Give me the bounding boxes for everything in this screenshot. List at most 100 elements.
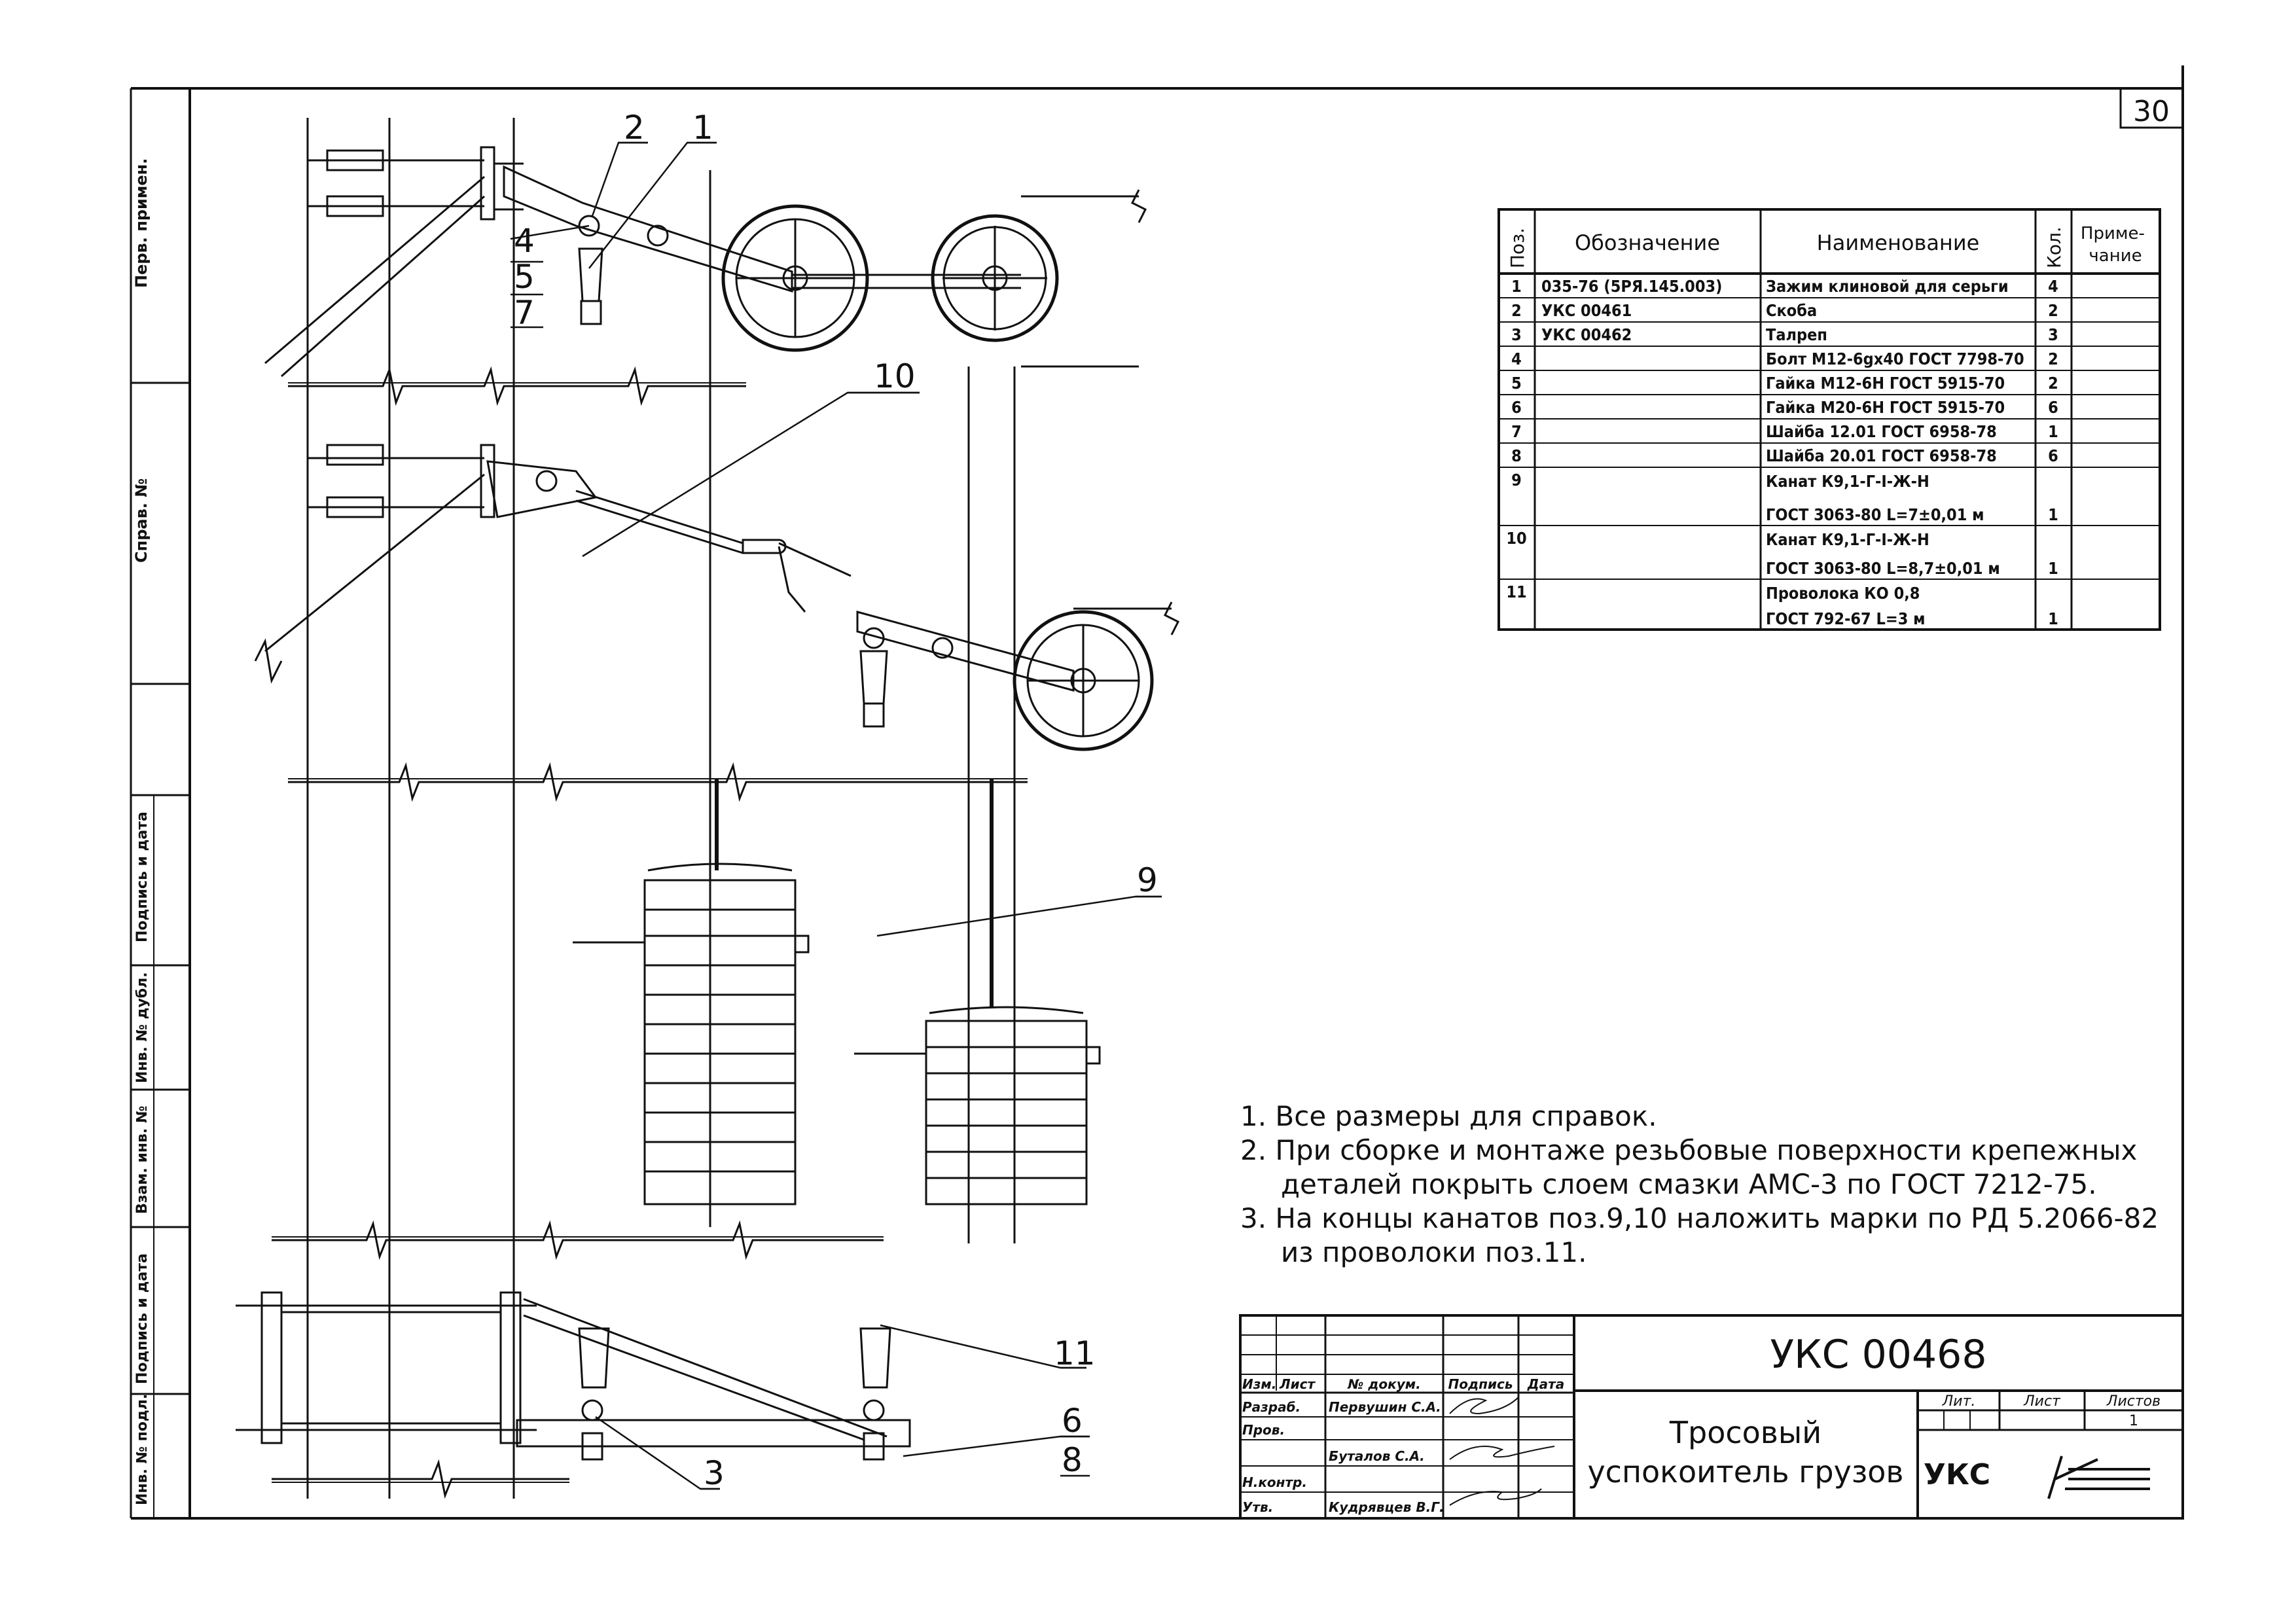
spec-row-name: Канат К9,1-Г-I-Ж-Н bbox=[1766, 472, 1929, 491]
spec-row-designation: 035-76 (5РЯ.145.003) bbox=[1541, 277, 1722, 296]
spec-row-name: Проволока КО 0,8 bbox=[1766, 584, 1920, 603]
callout-5: 5 bbox=[514, 258, 535, 296]
role-developer: Разраб. bbox=[1242, 1399, 1300, 1415]
spec-header-pos: Поз. bbox=[1507, 228, 1528, 268]
spec-row-qty: 2 bbox=[2048, 301, 2058, 320]
role-norm-control: Н.контр. bbox=[1242, 1474, 1307, 1490]
strip-label-vzam-inv: Взам. инв. № bbox=[134, 1106, 151, 1214]
spec-row-pos: 9 bbox=[1511, 471, 1522, 490]
sheet-frame bbox=[130, 65, 2184, 1520]
person-developer: Первушин С.А. bbox=[1329, 1399, 1441, 1415]
spec-row-qty: 1 bbox=[2048, 422, 2058, 441]
spec-row-name: Гайка М12-6Н ГОСТ 5915-70 bbox=[1766, 374, 2005, 393]
note-line-2: 2. При сборке и монтаже резьбовые поверх… bbox=[1240, 1134, 2137, 1166]
note-line-1: 1. Все размеры для справок. bbox=[1240, 1100, 1657, 1132]
spec-row-name: Канат К9,1-Г-I-Ж-Н bbox=[1766, 530, 1929, 549]
spec-row-name: Болт М12-6gx40 ГОСТ 7798-70 bbox=[1766, 349, 2024, 368]
note-line-4: 3. На концы канатов поз.9,10 наложить ма… bbox=[1240, 1202, 2159, 1234]
callout-10: 10 bbox=[874, 357, 916, 395]
spec-header-qty: Кол. bbox=[2043, 226, 2065, 268]
spec-row-pos: 1 bbox=[1511, 277, 1522, 296]
spec-header-designation: Обозначение bbox=[1575, 230, 1720, 255]
spec-row-qty: 1 bbox=[2048, 505, 2058, 524]
org-name: УКС bbox=[1924, 1458, 1990, 1491]
callout-8: 8 bbox=[1062, 1441, 1083, 1479]
spec-header-note-line1: Приме- bbox=[2081, 224, 2145, 243]
spec-row-name: Зажим клиновой для серьги bbox=[1766, 277, 2009, 296]
sheets-value: 1 bbox=[2129, 1413, 2138, 1429]
note-line-3: деталей покрыть слоем смазки АМС-3 по ГО… bbox=[1281, 1168, 2097, 1200]
strip-label-podpis-data-2: Подпись и дата bbox=[134, 1253, 151, 1384]
person-butalov: Буталов С.А. bbox=[1329, 1448, 1425, 1464]
signature-butalov bbox=[1449, 1446, 1555, 1460]
spec-row-qty: 1 bbox=[2048, 559, 2058, 578]
spec-row-pos: 6 bbox=[1511, 398, 1522, 417]
doc-title-line2: успокоитель грузов bbox=[1587, 1454, 1903, 1489]
sheets-label: Листов bbox=[2106, 1393, 2161, 1410]
callout-6: 6 bbox=[1062, 1402, 1083, 1440]
assembly-drawing bbox=[236, 118, 1180, 1499]
callout-3: 3 bbox=[704, 1454, 725, 1492]
spec-row-qty: 4 bbox=[2048, 277, 2058, 296]
spec-row-name: Шайба 12.01 ГОСТ 6958-78 bbox=[1766, 422, 1997, 441]
strip-label-inv-dubl: Инв. № дубл. bbox=[134, 972, 151, 1083]
spec-row-name: Гайка М20-6Н ГОСТ 5915-70 bbox=[1766, 398, 2005, 417]
lit-label: Лит. bbox=[1942, 1393, 1976, 1410]
signature-developer bbox=[1449, 1397, 1519, 1415]
callout-1: 1 bbox=[692, 109, 713, 147]
callout-11: 11 bbox=[1054, 1334, 1096, 1372]
spec-row-pos: 4 bbox=[1511, 349, 1522, 368]
title-block bbox=[1239, 1314, 2184, 1520]
role-approver: Утв. bbox=[1242, 1499, 1273, 1515]
left-strip bbox=[131, 382, 190, 1518]
spec-row-name: Талреп bbox=[1766, 325, 1827, 344]
callout-9: 9 bbox=[1137, 861, 1158, 899]
spec-header-note-line2: чание bbox=[2089, 246, 2142, 266]
spec-row-qty: 2 bbox=[2048, 374, 2058, 393]
spec-row-name-line2: ГОСТ 3063-80 L=8,7±0,01 м bbox=[1766, 559, 2000, 578]
callout-7: 7 bbox=[514, 294, 535, 332]
strip-label-podpis-data-1: Подпись и дата bbox=[134, 812, 151, 942]
spec-row-qty: 6 bbox=[2048, 398, 2058, 417]
spec-row-designation: УКС 00461 bbox=[1541, 301, 1632, 320]
spec-row-qty: 2 bbox=[2048, 349, 2058, 368]
spec-header-note: Приме- чание bbox=[2081, 224, 2150, 266]
callout-4: 4 bbox=[514, 222, 535, 260]
sheet-label: Лист bbox=[2023, 1393, 2061, 1410]
col-header-list: Лист bbox=[1279, 1376, 1316, 1392]
spec-row-pos: 11 bbox=[1506, 582, 1526, 601]
strip-label-inv-podl: Инв. № подл. bbox=[134, 1394, 151, 1505]
doc-title-line1: Тросовый bbox=[1669, 1415, 1821, 1450]
spec-row-pos: 2 bbox=[1511, 301, 1522, 320]
col-header-date: Дата bbox=[1527, 1376, 1564, 1392]
col-header-signature: Подпись bbox=[1448, 1376, 1513, 1392]
spec-row-pos: 3 bbox=[1511, 325, 1522, 344]
spec-rows: 1 035-76 (5РЯ.145.003) Зажим клиновой для … bbox=[1506, 277, 2058, 628]
spec-row-qty: 1 bbox=[2048, 609, 2058, 628]
spec-row-name: Скоба bbox=[1766, 301, 1817, 320]
spec-table bbox=[1498, 208, 2161, 631]
spec-row-pos: 8 bbox=[1511, 446, 1522, 465]
sheet-number: 30 bbox=[2133, 95, 2170, 128]
spec-row-qty: 6 bbox=[2048, 446, 2058, 465]
note-line-5: из проволоки поз.11. bbox=[1281, 1236, 1587, 1268]
org-logo bbox=[2047, 1455, 2150, 1499]
spec-row-name-line2: ГОСТ 3063-80 L=7±0,01 м bbox=[1766, 505, 1984, 524]
person-approver: Кудрявцев В.Г. bbox=[1329, 1499, 1444, 1515]
spec-row-name-line2: ГОСТ 792-67 L=3 м bbox=[1766, 609, 1926, 628]
spec-row-pos: 10 bbox=[1506, 529, 1526, 548]
spec-row-designation: УКС 00462 bbox=[1541, 325, 1632, 344]
doc-code: УКС 00468 bbox=[1770, 1332, 1987, 1378]
signature-kudryavtsev bbox=[1449, 1488, 1542, 1506]
spec-header-name: Наименование bbox=[1817, 230, 1980, 255]
strip-label-sprav-no: Справ. № bbox=[132, 478, 151, 563]
callout-2: 2 bbox=[624, 109, 645, 147]
spec-row-name: Шайба 20.01 ГОСТ 6958-78 bbox=[1766, 446, 1997, 465]
spec-row-pos: 5 bbox=[1511, 374, 1522, 393]
strip-label-perv-primen: Перв. примен. bbox=[132, 158, 151, 288]
callout-leaders bbox=[510, 141, 1162, 1490]
spec-row-qty: 3 bbox=[2048, 325, 2058, 344]
col-header-izm: Изм. bbox=[1242, 1376, 1276, 1392]
role-checker: Пров. bbox=[1242, 1422, 1285, 1438]
